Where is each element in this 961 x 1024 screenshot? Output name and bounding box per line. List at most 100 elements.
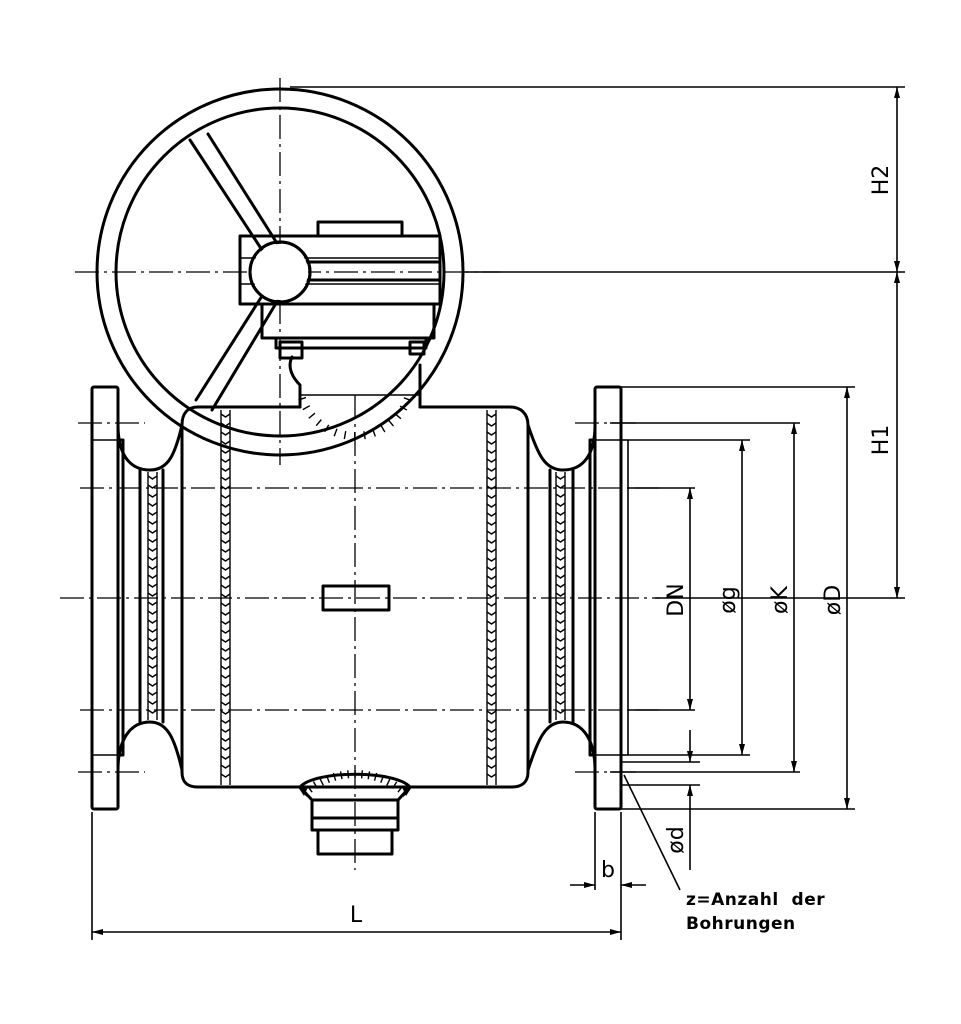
weld-tick (486, 566, 497, 571)
weld-tick (380, 424, 386, 433)
weld-tick (380, 775, 385, 784)
weld-tick (220, 458, 231, 463)
weld-tick (486, 647, 497, 652)
weld-tick (220, 548, 231, 553)
weld-tick (555, 637, 566, 642)
weld-tick (486, 683, 497, 688)
weld-tick (486, 575, 497, 580)
weld-tick (391, 781, 398, 789)
weld-tick (333, 428, 338, 437)
valve-body (90, 385, 629, 856)
weld-tick (486, 449, 497, 454)
weld-tick (147, 565, 158, 570)
label-k: øK (768, 585, 793, 613)
weld-tick (220, 557, 231, 562)
weld-tick (486, 602, 497, 607)
weld-tick (147, 664, 158, 669)
weld-tick (147, 700, 158, 705)
weld-tick (319, 777, 324, 786)
weld-tick (147, 682, 158, 687)
weld-tick (220, 719, 231, 724)
weld-tick (220, 584, 231, 589)
weld-tick (555, 682, 566, 687)
weld-tick (343, 431, 347, 440)
weld-tick (339, 771, 343, 780)
weld-tick (220, 611, 231, 616)
weld-tick (147, 484, 158, 489)
weld-tick (397, 785, 404, 793)
weld-tick (220, 593, 231, 598)
weld-tick (220, 728, 231, 733)
weld-tick (147, 520, 158, 525)
weld-tick (486, 422, 497, 427)
weld-tick (220, 413, 231, 418)
weld-tick (486, 728, 497, 733)
weld-tick (555, 628, 566, 633)
weld-tick (555, 583, 566, 588)
dimension-labels: H2 H1 DN øg øK øD ød b L z=Anzahl der Bo… (350, 165, 894, 934)
weld-tick (555, 601, 566, 606)
label-g: øg (716, 586, 741, 613)
weld-tick (220, 521, 231, 526)
label-d-hole: ød (664, 826, 689, 853)
weld-tick (555, 700, 566, 705)
weld-tick (555, 664, 566, 669)
weld-tick (220, 602, 231, 607)
weld-tick (301, 789, 308, 797)
weld-tick (555, 709, 566, 714)
weld-tick (555, 691, 566, 696)
weld-seams (147, 396, 566, 797)
weld-tick (486, 665, 497, 670)
weld-tick (220, 485, 231, 490)
weld-tick (486, 485, 497, 490)
weld-tick (486, 440, 497, 445)
weld-tick (555, 619, 566, 624)
weld-tick (220, 494, 231, 499)
weld-tick (486, 764, 497, 769)
weld-tick (486, 521, 497, 526)
weld-tick (486, 530, 497, 535)
weld-tick (555, 502, 566, 507)
weld-tick (220, 665, 231, 670)
weld-tick (555, 592, 566, 597)
weld-tick (360, 770, 364, 779)
weld-tick (315, 419, 322, 427)
weld-tick (486, 494, 497, 499)
weld-tick (220, 449, 231, 454)
weld-tick (147, 673, 158, 678)
weld-tick (555, 610, 566, 615)
handwheel (95, 87, 465, 457)
weld-tick (486, 476, 497, 481)
weld-tick (147, 556, 158, 561)
weld-tick (147, 691, 158, 696)
weld-tick (147, 601, 158, 606)
weld-tick (147, 583, 158, 588)
weld-tick (220, 773, 231, 778)
weld-tick (486, 674, 497, 679)
weld-tick (555, 529, 566, 534)
weld-tick (332, 772, 337, 781)
weld-tick (308, 412, 316, 419)
weld-tick (147, 628, 158, 633)
label-h1: H1 (869, 425, 894, 456)
weld-tick (220, 656, 231, 661)
gearbox (238, 220, 442, 409)
weld-tick (147, 547, 158, 552)
weld-tick (486, 656, 497, 661)
weld-tick (367, 771, 371, 780)
weld-tick (147, 592, 158, 597)
weld-tick (486, 773, 497, 778)
note-line-1: z=Anzahl der (686, 890, 825, 910)
note-line-2: Bohrungen (686, 914, 796, 934)
weld-tick (486, 584, 497, 589)
weld-tick (486, 611, 497, 616)
weld-tick (147, 511, 158, 516)
weld-tick (486, 620, 497, 625)
weld-tick (220, 440, 231, 445)
weld-tick (486, 467, 497, 472)
label-dn: DN (664, 583, 689, 616)
weld-tick (555, 475, 566, 480)
weld-tick (486, 593, 497, 598)
weld-tick (486, 503, 497, 508)
weld-tick (486, 746, 497, 751)
